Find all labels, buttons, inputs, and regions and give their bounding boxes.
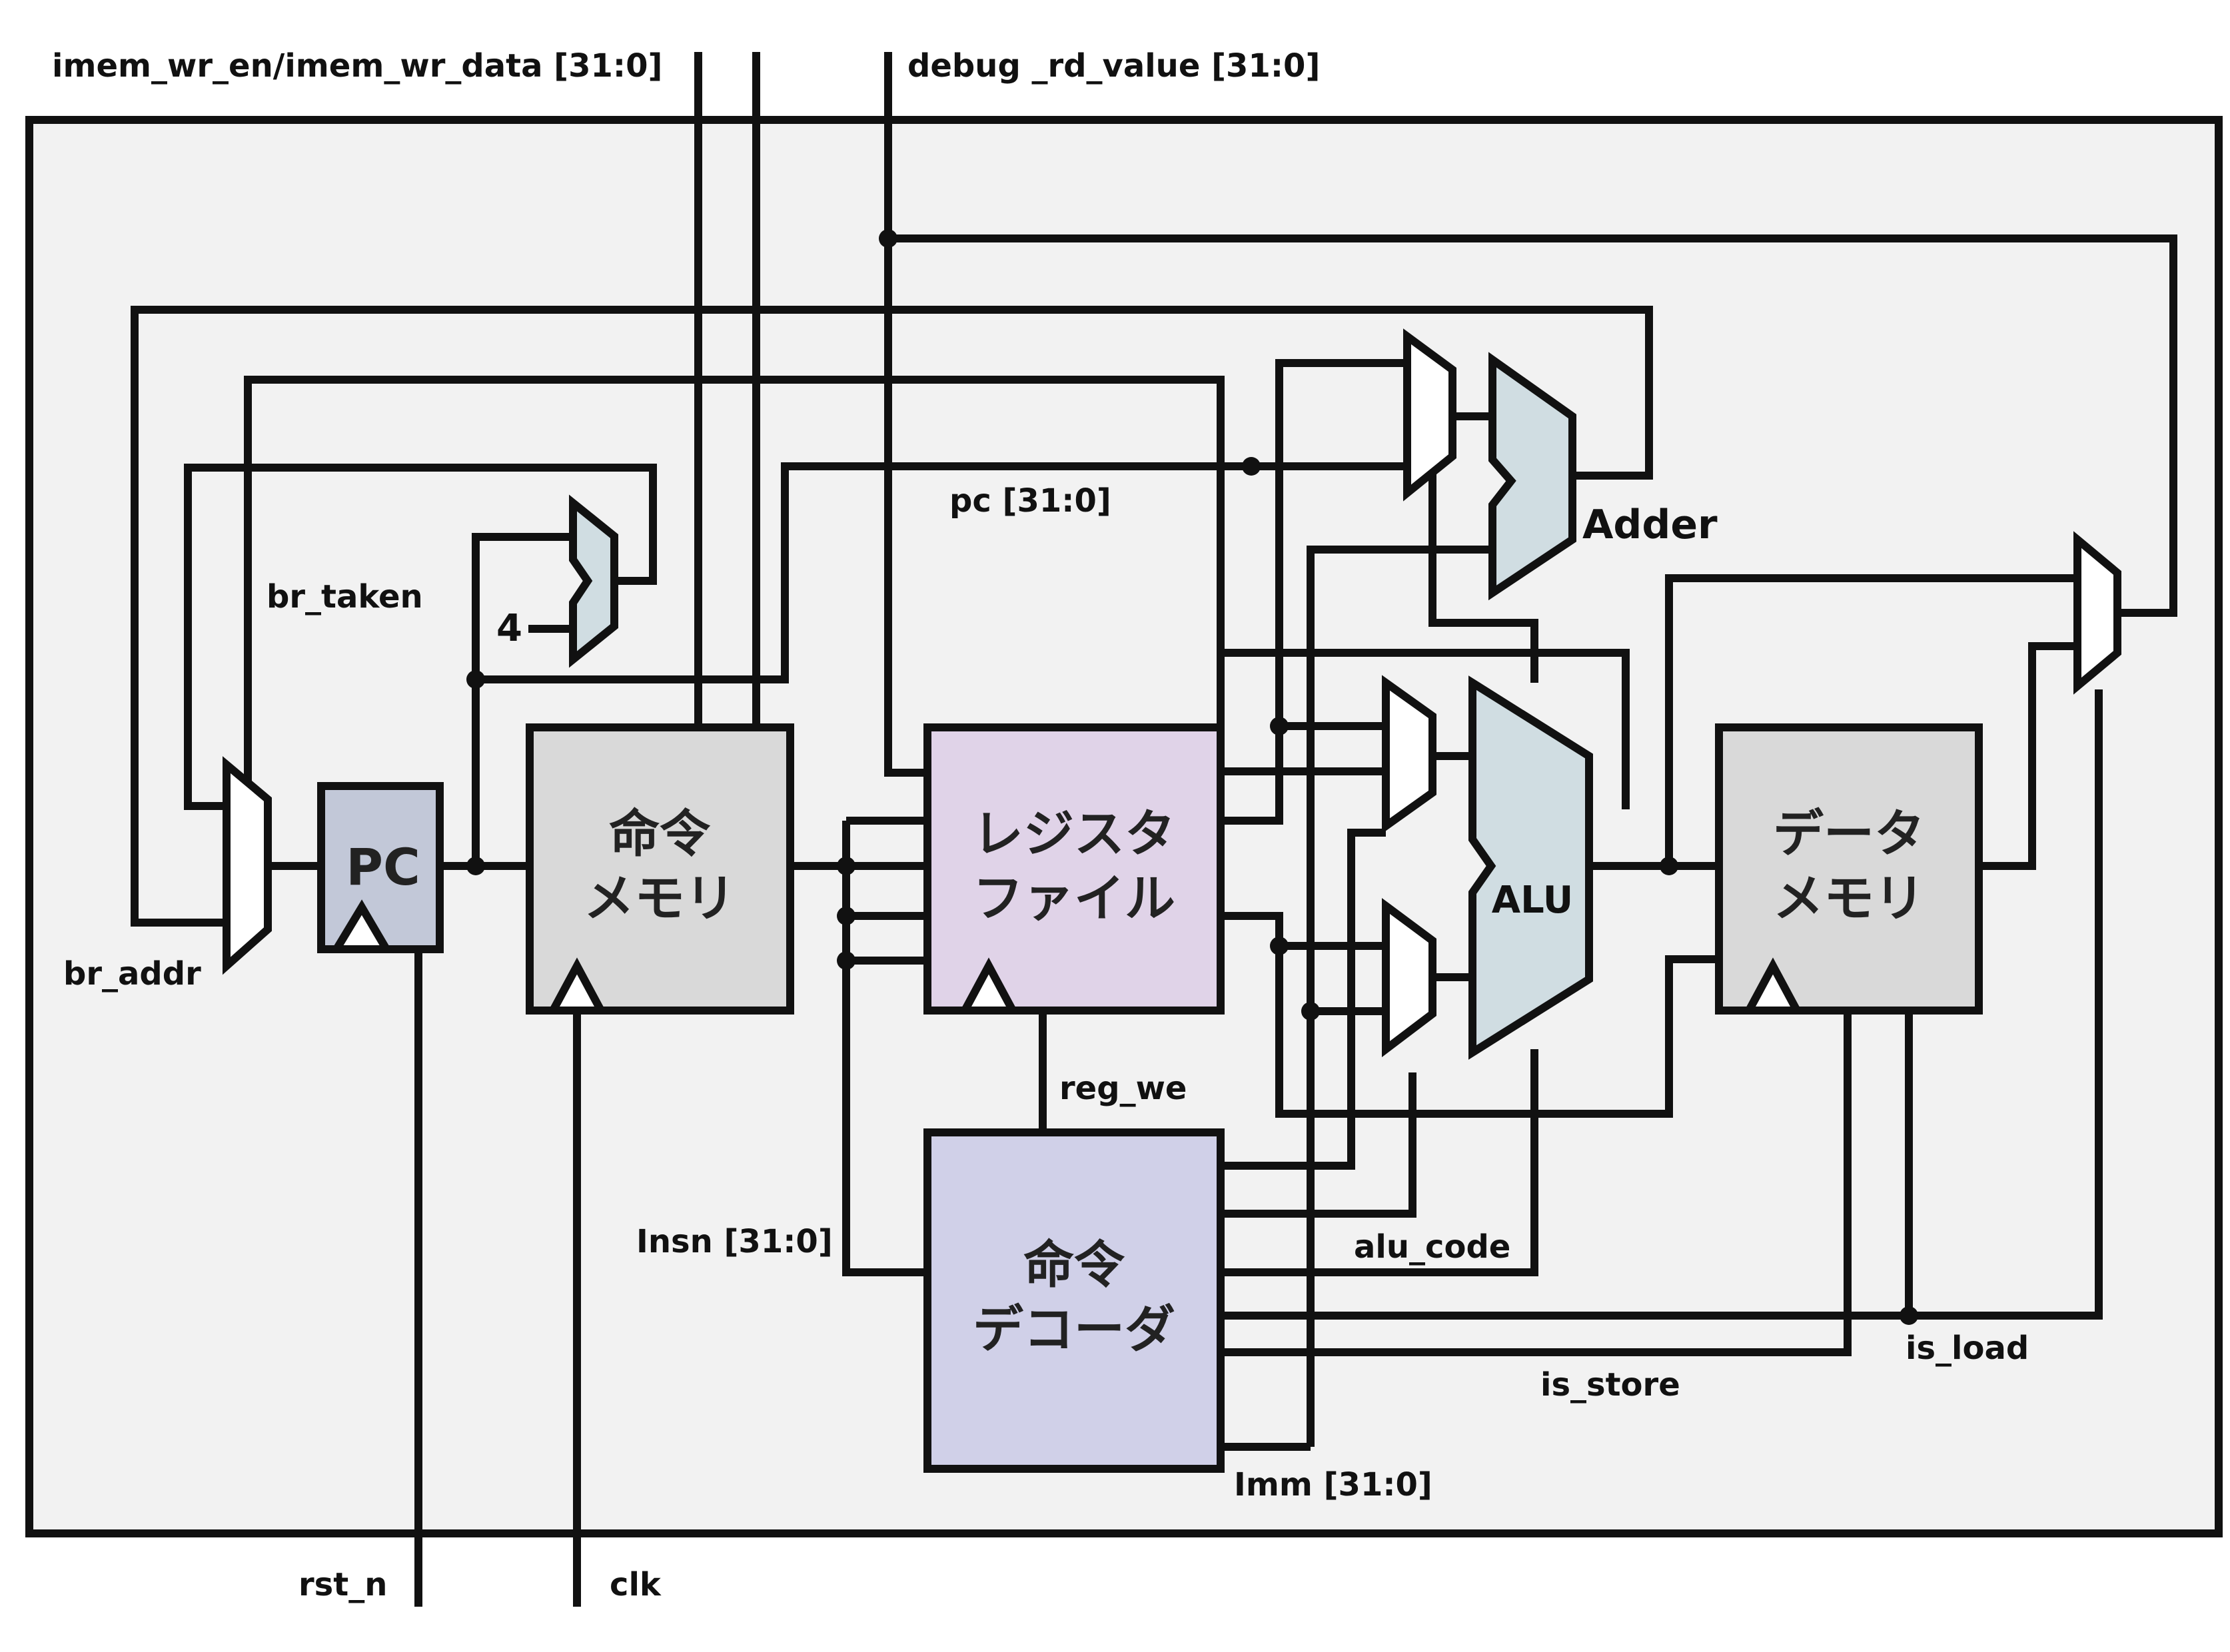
pc-bus-label: pc [31:0]: [949, 482, 1111, 520]
imem-label-line2: メモリ: [584, 869, 736, 928]
const-4-label: 4: [496, 607, 522, 650]
writeback-mux: [2073, 531, 2121, 695]
junction-dot: [1900, 1306, 1918, 1325]
pc-plus4-adder: [569, 494, 618, 668]
debug-rd-label: debug _rd_value [31:0]: [907, 47, 1320, 85]
junction-dot: [837, 951, 855, 970]
alu-code-label: alu_code: [1354, 1228, 1510, 1266]
instruction-memory: [526, 723, 794, 1015]
branch-mux: [223, 756, 272, 975]
regfile-label-line1: レジスタ: [973, 804, 1175, 863]
is-store-label: is_store: [1540, 1366, 1680, 1404]
instruction-decoder: [923, 1128, 1225, 1473]
junction-dot: [466, 857, 485, 875]
clock-triangle-icon: [546, 957, 608, 1015]
reg-we-label: reg_we: [1059, 1070, 1187, 1107]
clk-label: clk: [610, 1566, 662, 1603]
branch-adder: [1488, 352, 1576, 601]
dmem-label-line1: データ: [1773, 804, 1925, 863]
is-load-label: is_load: [1906, 1330, 2029, 1367]
junction-dot: [1270, 937, 1289, 955]
junction-dot: [1270, 717, 1289, 735]
data-memory: [1715, 723, 1983, 1015]
pc-label: PC: [346, 837, 420, 897]
clock-triangle-icon: [329, 899, 394, 953]
alu-mux-a: [1382, 675, 1436, 834]
register-file: [923, 723, 1225, 1015]
insn-label: Insn [31:0]: [636, 1223, 833, 1260]
junction-dot: [837, 907, 855, 925]
decoder-label-line2: デコーダ: [973, 1300, 1175, 1359]
clock-triangle-icon: [957, 957, 1020, 1015]
junctions: [466, 229, 1918, 1325]
br-addr-label: br_addr: [63, 955, 201, 993]
alu-label: ALU: [1492, 879, 1574, 922]
junction-dot: [1301, 1002, 1320, 1021]
regfile-label-line2: ファイル: [973, 869, 1175, 928]
imm-label: Imm [31:0]: [1234, 1466, 1432, 1503]
adder-input-mux: [1403, 328, 1456, 502]
junction-dot: [1660, 857, 1678, 875]
clock-triangle-icon: [1742, 957, 1804, 1015]
rst-n-label: rst_n: [298, 1566, 387, 1603]
junction-dot: [837, 857, 855, 875]
junction-dot: [1242, 457, 1261, 476]
junction-dot: [879, 229, 897, 248]
junction-dot: [466, 670, 485, 689]
alu: [1468, 675, 1593, 1060]
imem-label-line1: 命令: [609, 804, 711, 863]
br-taken-label: br_taken: [267, 578, 423, 616]
dmem-label-line2: メモリ: [1773, 869, 1925, 928]
imem-wr-label: imem_wr_en/imem_wr_data [31:0]: [52, 47, 662, 85]
adder-label: Adder: [1582, 502, 1718, 548]
wires: [131, 52, 2177, 1607]
decoder-label-line1: 命令: [1023, 1235, 1125, 1294]
alu-mux-b: [1382, 898, 1436, 1058]
